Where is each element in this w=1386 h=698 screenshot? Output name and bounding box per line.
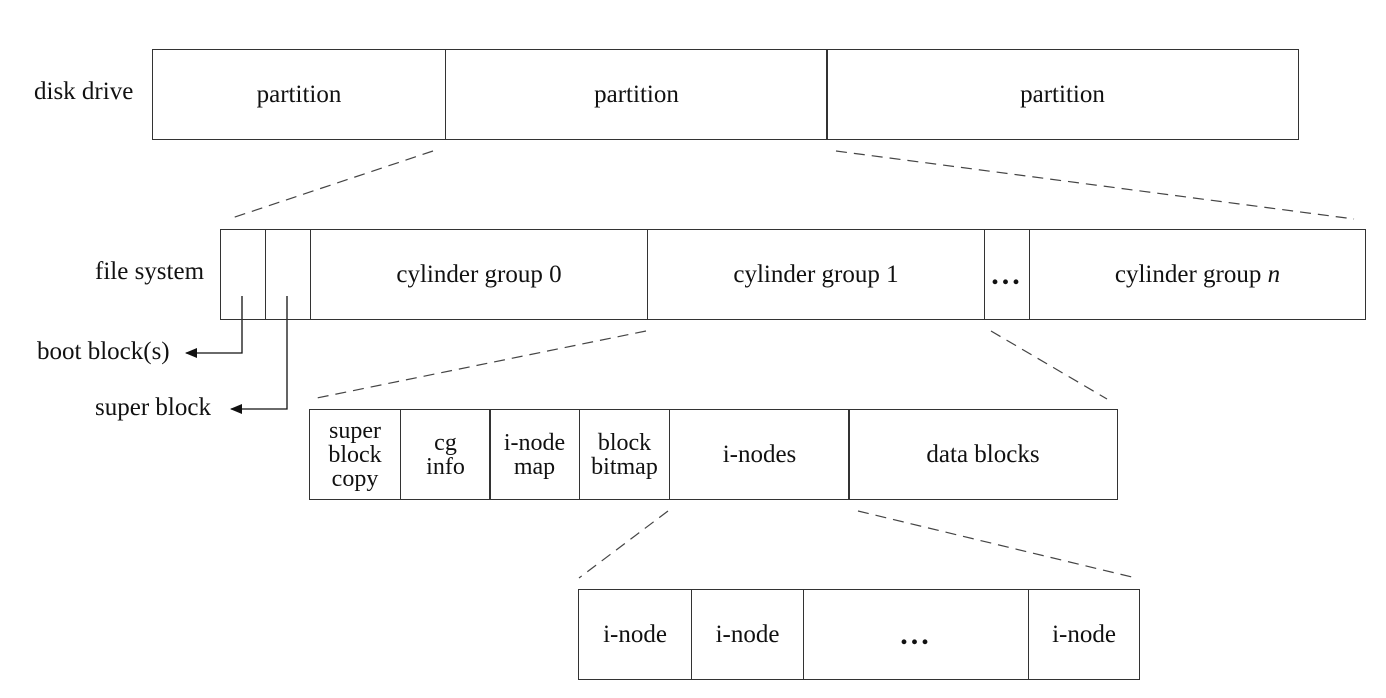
cylinder-group-n-var: n bbox=[1267, 260, 1281, 288]
cylinder-group-1: cylinder group 1 bbox=[647, 229, 985, 320]
super-block-copy: super block copy bbox=[309, 409, 401, 500]
partition-1-label: partition bbox=[256, 80, 342, 108]
cylinder-group-1-label: cylinder group 1 bbox=[733, 260, 899, 288]
inodes-label: i-nodes bbox=[722, 440, 797, 468]
inode-last: i-node bbox=[1028, 589, 1140, 680]
block-bitmap-line2: bitmap bbox=[591, 453, 658, 480]
boot-block-arrow bbox=[185, 296, 243, 358]
super-block-copy-line1: super bbox=[329, 417, 381, 444]
inode-last-label: i-node bbox=[1052, 620, 1116, 648]
zoom-line-partition-left bbox=[228, 150, 434, 220]
super-block-cell bbox=[265, 229, 311, 320]
inode-map: i-node map bbox=[489, 409, 580, 500]
zoom-line-inodes-left bbox=[578, 510, 669, 579]
cg-info-line2: info bbox=[426, 453, 465, 480]
inode-2-label: i-node bbox=[715, 620, 780, 648]
cylinder-group-0: cylinder group 0 bbox=[310, 229, 648, 320]
boot-block-label: boot block(s) bbox=[37, 338, 170, 365]
cylinder-group-ellipsis: ... bbox=[984, 229, 1030, 320]
super-block-label: super block bbox=[95, 394, 211, 421]
inode-2: i-node bbox=[691, 589, 804, 680]
inodes-region: i-nodes bbox=[669, 409, 850, 500]
cylinder-group-n: cylinder group n bbox=[1029, 229, 1366, 320]
super-block-copy-line2: block bbox=[328, 441, 382, 468]
partition-2: partition bbox=[445, 49, 828, 140]
inode-ellipsis: ... bbox=[803, 589, 1029, 680]
boot-block-cell bbox=[220, 229, 266, 320]
cg-info: cg info bbox=[400, 409, 491, 500]
inode-1: i-node bbox=[578, 589, 692, 680]
partition-1: partition bbox=[152, 49, 446, 140]
block-bitmap: block bitmap bbox=[579, 409, 670, 500]
cylinder-group-n-label: cylinder group n bbox=[1115, 259, 1280, 290]
zoom-line-cg-right bbox=[990, 330, 1108, 400]
inode-1-label: i-node bbox=[603, 620, 667, 648]
cylinder-group-0-label: cylinder group 0 bbox=[396, 260, 562, 288]
super-block-copy-line3: copy bbox=[331, 465, 379, 492]
cg-info-line1: cg bbox=[434, 429, 457, 456]
inode-map-line2: map bbox=[513, 453, 556, 480]
super-block-arrow bbox=[230, 296, 288, 414]
inode-map-line1: i-node bbox=[503, 429, 566, 456]
ellipsis-text: ... bbox=[991, 257, 1023, 291]
zoom-line-cg-left bbox=[311, 330, 647, 400]
cylinder-group-n-prefix: cylinder group bbox=[1114, 260, 1262, 288]
partition-3-label: partition bbox=[1020, 80, 1105, 108]
data-blocks-region: data blocks bbox=[848, 409, 1118, 500]
partition-3: partition bbox=[826, 49, 1299, 140]
data-blocks-label: data blocks bbox=[926, 440, 1040, 468]
partition-2-label: partition bbox=[594, 80, 679, 108]
block-bitmap-line1: block bbox=[597, 429, 652, 456]
zoom-line-partition-right bbox=[835, 150, 1355, 220]
zoom-line-inodes-right bbox=[857, 510, 1137, 579]
inode-ellipsis-text: ... bbox=[900, 617, 932, 651]
file-system-label: file system bbox=[95, 258, 205, 285]
disk-drive-label: disk drive bbox=[34, 78, 134, 105]
